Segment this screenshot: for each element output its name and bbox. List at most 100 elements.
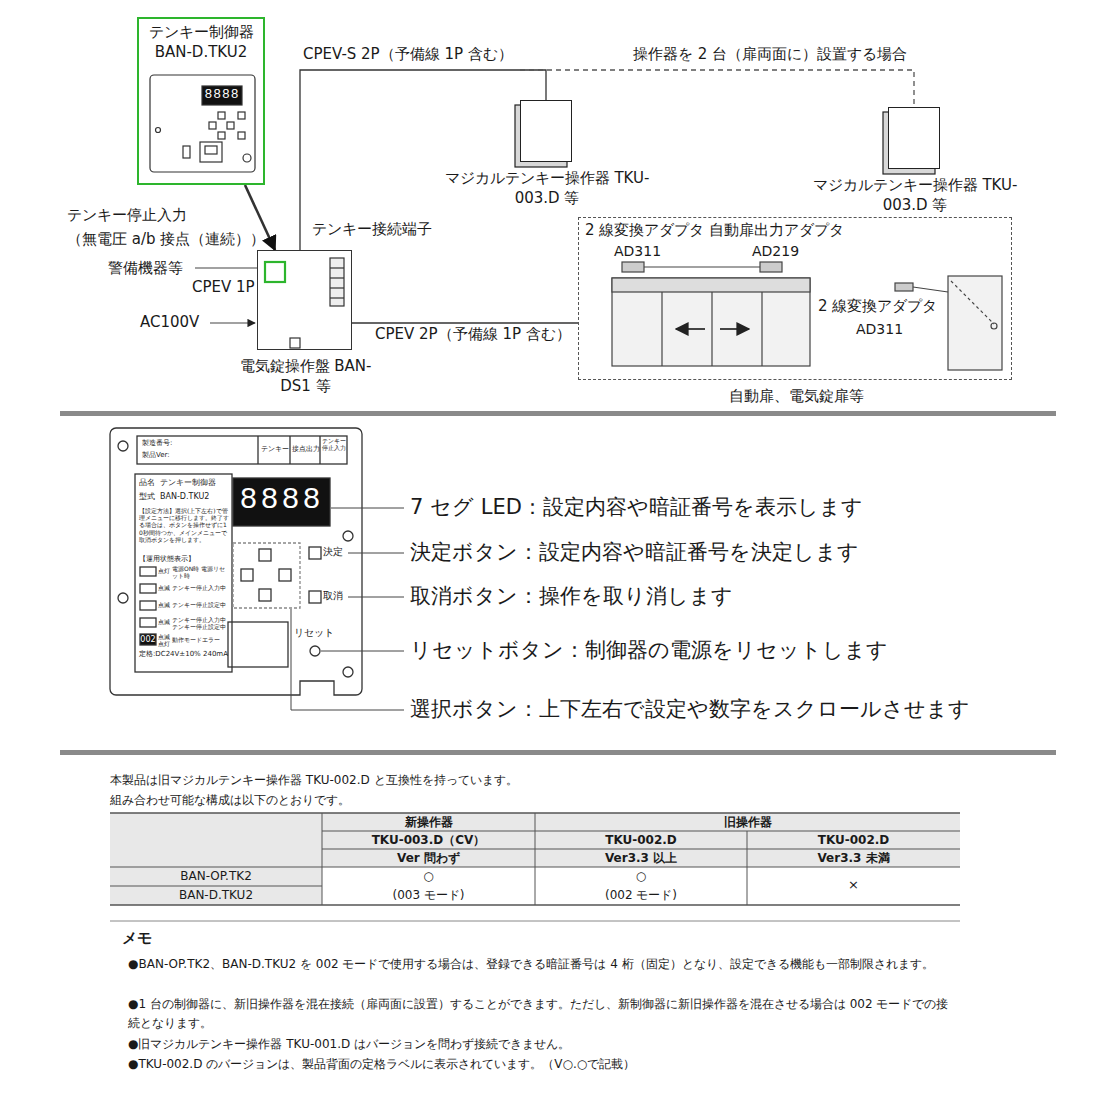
leader-line — [291, 508, 404, 710]
panel-marking: 接点出力 — [291, 445, 321, 453]
panel-drawing — [310, 646, 320, 656]
panel-marking: 動作モードエラー — [172, 636, 230, 643]
wiring-label: テンキー接続端子 — [312, 220, 432, 240]
leader-line — [321, 651, 404, 652]
node-caption: マジカルテンキー操作器 TKU-003.D 等 — [442, 168, 652, 209]
controller-drawing — [243, 154, 251, 162]
node-text: テンキー制御器 — [139, 22, 263, 42]
table-text: TKU-003.D（CV） — [322, 833, 535, 849]
table-grid — [322, 813, 323, 905]
panel-drawing — [289, 436, 290, 464]
panel-marking: 8888 — [236, 482, 327, 518]
wiring-label: AD219 — [752, 242, 799, 260]
lock-panel-drawing — [210, 322, 255, 323]
table-text: 旧操作器 — [535, 815, 960, 831]
keypad-box: マジカルテンキー操作器 TKU-003.D 等 — [520, 100, 572, 162]
leader-line — [291, 609, 404, 710]
table-text: TKU-002.D — [747, 833, 960, 849]
cable-label: CPEV-S 2P（予備線 1P 含む） — [300, 45, 516, 65]
panel-drawing — [140, 634, 156, 645]
panel-marking: 点灯 — [158, 567, 170, 574]
section-divider — [60, 750, 1056, 755]
panel-marking: 点滅 — [158, 601, 170, 608]
panel-drawing — [309, 547, 321, 559]
controller-drawing — [150, 75, 255, 172]
panel-marking: テンキー停止入力中 — [172, 584, 230, 591]
section-divider — [60, 411, 1056, 755]
lock-panel-drawing — [195, 267, 257, 268]
door-drawing — [761, 292, 762, 366]
controller-drawing — [156, 128, 161, 133]
panel-drawing — [137, 436, 347, 464]
panel-drawing — [343, 667, 353, 677]
wiring-label: テンキー停止入力 — [67, 206, 187, 226]
table-text: × — [747, 877, 960, 894]
door-drawing — [948, 276, 1002, 370]
memo-text: メモ — [122, 927, 152, 950]
lock-panel-box: 電気錠操作盤 BAN-DS1 等 — [257, 250, 352, 350]
panel-marking: 点滅 — [158, 618, 170, 625]
panel-drawing — [279, 569, 291, 581]
controller-drawing — [218, 132, 225, 139]
panel-marking: テンキー停止入力 — [322, 437, 346, 451]
controller-drawing — [183, 146, 190, 158]
panel-drawing — [140, 567, 156, 576]
memo-text: ●TKU-002.D のバージョンは、製品背面の定格ラベルに表示されています。（… — [128, 1055, 958, 1074]
table-grid — [747, 831, 748, 905]
controller-drawing — [150, 75, 255, 172]
connector — [300, 70, 546, 250]
panel-marking: 点滅 点灯 — [158, 633, 171, 647]
table-text: BAN-OP.TK2 — [110, 869, 322, 885]
door-drawing — [760, 262, 782, 272]
node-text: マジカルテンキー操作器 TKU-003.D 等 — [442, 168, 652, 209]
controller-drawing — [238, 132, 245, 139]
table-text: 本製品は旧マジカルテンキー操作器 TKU-002.D と互換性を持っています。 — [110, 773, 518, 789]
connector — [520, 70, 914, 107]
table-text: (002 モード) — [535, 888, 747, 904]
node-caption: 電気錠操作盤 BAN-DS1 等 — [231, 356, 381, 397]
panel-marking: 【運用状態表示】 — [139, 555, 195, 563]
panel-marking: テンキー停止設定中 — [172, 601, 230, 608]
node-text: BAN-D.TKU2 — [139, 42, 263, 62]
leader-line — [348, 597, 404, 598]
panel-marking: 製品Ver: — [142, 451, 170, 459]
table-text: Ver 問わず — [322, 851, 535, 867]
panel-marking: 決定 — [323, 545, 343, 558]
door-drawing — [676, 328, 705, 330]
panel-marking: 品名 — [139, 478, 155, 488]
node-caption: 自動扉、電気錠扉等 — [686, 386, 906, 406]
table-text: ○ — [535, 869, 747, 885]
lock-panel-drawing — [290, 338, 300, 348]
lock-panel-drawing — [195, 258, 344, 348]
door-drawing — [661, 292, 662, 366]
lock-panel-drawing — [265, 262, 285, 282]
panel-marking: 電源ON時 電源リセット時 — [172, 565, 230, 579]
memo-text: ●1 台の制御器に、新旧操作器を混在接続（扉両面に設置）することができます。ただ… — [128, 995, 958, 1032]
panel-drawing — [233, 543, 300, 608]
door-drawing — [895, 283, 913, 291]
panel-drawing — [233, 478, 330, 526]
panel-marking: リセット — [294, 626, 334, 639]
panel-drawing — [140, 618, 156, 627]
lock-panel-drawing — [330, 297, 344, 298]
controller-box: テンキー制御器BAN-D.TKU2 — [137, 17, 265, 185]
leader-line — [331, 508, 404, 509]
panel-drawing — [257, 436, 258, 464]
door-drawing — [612, 278, 810, 292]
door-drawing — [612, 278, 810, 366]
table-text: 組み合わせ可能な構成は以下のとおりです。 — [110, 793, 350, 809]
door-drawing — [951, 281, 994, 324]
wiring-label: CPEV 1P — [192, 278, 255, 298]
section-divider — [60, 411, 1056, 416]
wiring-label: 8888 — [203, 87, 241, 103]
callout-text: 7 セグ LED：設定内容や暗証番号を表示します — [410, 494, 863, 521]
controller-drawing — [202, 86, 242, 105]
panel-marking: テンキー — [260, 445, 290, 453]
panel-drawing — [110, 428, 362, 695]
panel-drawing — [259, 549, 271, 561]
wiring-label: AD311 — [614, 242, 661, 260]
cable-label: 操作器を 2 台（扉両面に）設置する場合 — [630, 45, 910, 65]
node-text: マジカルテンキー操作器 TKU-003.D 等 — [810, 175, 1020, 216]
door-drawing — [622, 262, 644, 272]
leader-line — [348, 553, 404, 554]
